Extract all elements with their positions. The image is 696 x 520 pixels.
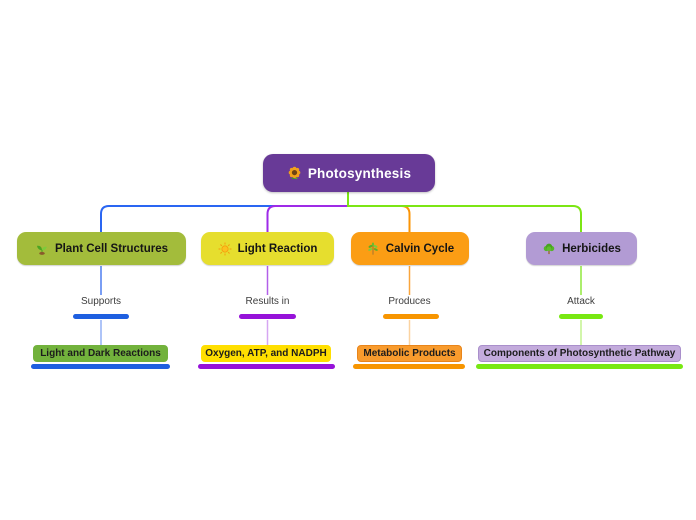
connector-root-to-calvin-cycle — [347, 191, 411, 233]
leaf-node-label: Light and Dark Reactions — [40, 348, 161, 359]
branch-node-calvin-cycle[interactable]: Calvin Cycle — [351, 232, 469, 265]
branch-node-label: Light Reaction — [237, 242, 318, 255]
leaf-underline — [353, 364, 465, 369]
leaf-node-label: Metabolic Products — [363, 348, 456, 359]
leaf-node-label: Oxygen, ATP, and NADPH — [205, 348, 327, 359]
branch-node-plant-cell-structures[interactable]: Plant Cell Structures — [17, 232, 186, 265]
link-label-results-in[interactable]: Results in — [245, 296, 290, 307]
leaf-node-oxygen-atp-nadph[interactable]: Oxygen, ATP, and NADPH — [201, 345, 331, 362]
connector-root-to-light-reaction — [266, 191, 349, 233]
root-node-photosynthesis[interactable]: Photosynthesis — [263, 154, 435, 192]
branch-node-light-reaction[interactable]: Light Reaction — [201, 232, 334, 265]
leaf-node-components-of-photosynthetic-pathway[interactable]: Components of Photosynthetic Pathway — [478, 345, 681, 362]
connector-root-to-plant-cell-structures — [100, 191, 349, 233]
sun-icon — [218, 242, 232, 256]
connector-root-to-herbicides — [347, 191, 582, 233]
branch-node-label: Plant Cell Structures — [54, 242, 169, 255]
branch-node-label: Calvin Cycle — [385, 242, 455, 255]
leaf-underline — [476, 364, 683, 369]
seedling-icon — [35, 242, 49, 256]
leaf-node-light-and-dark-reactions[interactable]: Light and Dark Reactions — [33, 345, 168, 362]
tree-icon — [542, 242, 556, 256]
link-label-underline — [73, 314, 129, 319]
branch-node-label: Herbicides — [562, 242, 621, 255]
leaf-node-metabolic-products[interactable]: Metabolic Products — [357, 345, 462, 362]
link-label-underline — [239, 314, 296, 319]
herb-icon — [366, 241, 380, 256]
link-label-underline — [383, 314, 439, 319]
root-node-label: Photosynthesis — [307, 165, 412, 181]
leaf-underline — [31, 364, 170, 369]
link-label-attack[interactable]: Attack — [567, 296, 595, 307]
link-label-supports[interactable]: Supports — [80, 296, 122, 307]
sunflower-icon — [287, 166, 302, 181]
leaf-node-label: Components of Photosynthetic Pathway — [483, 348, 676, 359]
link-label-produces[interactable]: Produces — [388, 296, 431, 307]
link-label-underline — [559, 314, 603, 319]
leaf-underline — [198, 364, 335, 369]
branch-node-herbicides[interactable]: Herbicides — [526, 232, 637, 265]
